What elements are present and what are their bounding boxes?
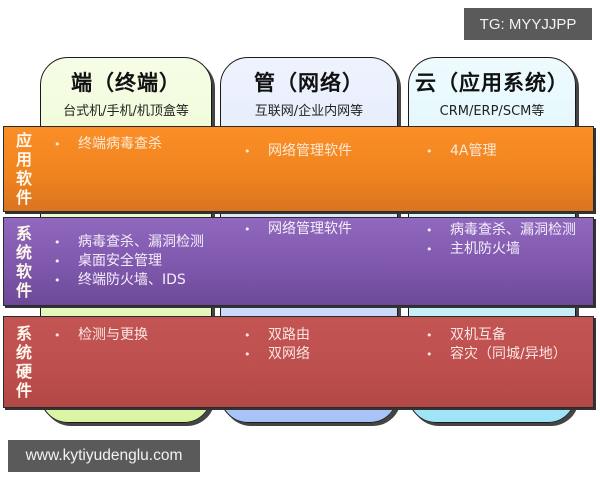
list-item: • 网络管理软件 xyxy=(242,220,352,239)
list-item: • 双机互备 xyxy=(424,326,567,345)
row-label: 系 统 硬 件 xyxy=(13,317,35,407)
list-item: • 桌面安全管理 xyxy=(52,252,204,271)
bullet-icon: • xyxy=(54,138,61,151)
row-system-hardware: 系 统 硬 件 • 检测与更换 • 双路由 • 双网络 • 双机互备 • 容灾（同城/异地… xyxy=(3,316,594,408)
item-text: 桌面安全管理 xyxy=(78,253,162,269)
row-label-char: 件 xyxy=(15,381,32,400)
column-subtitle: 互联网/企业内网等 xyxy=(254,104,364,119)
cell-cloud: • 病毒查杀、漏洞检测 • 主机防火墙 xyxy=(424,221,576,259)
bullet-icon: • xyxy=(244,145,251,158)
item-text: 终端防火墙、IDS xyxy=(78,272,186,288)
row-label-char: 件 xyxy=(15,280,32,300)
bullet-icon: • xyxy=(54,236,61,249)
item-text: 终端病毒查杀 xyxy=(78,136,162,152)
cell-cloud: • 双机互备 • 容灾（同城/异地） xyxy=(424,326,567,364)
row-application-software: 应 用 软 件 • 终端病毒查杀 • 网络管理软件 • 4A管理 xyxy=(3,126,594,212)
row-label-char: 件 xyxy=(15,188,32,207)
bullet-icon: • xyxy=(54,274,61,287)
row-label-char: 应 xyxy=(15,131,32,150)
item-text: 病毒查杀、漏洞检测 xyxy=(78,234,204,250)
list-item: • 双网络 xyxy=(242,345,310,364)
cell-endpoint: • 检测与更换 xyxy=(52,326,148,345)
row-label-char: 系 xyxy=(15,324,32,343)
list-item: • 检测与更换 xyxy=(52,326,148,345)
cell-network: • 网络管理软件 xyxy=(242,142,352,161)
row-label-char: 统 xyxy=(15,242,32,262)
cell-network: • 网络管理软件 xyxy=(242,220,352,239)
bullet-icon: • xyxy=(426,224,433,237)
item-text: 病毒查杀、漏洞检测 xyxy=(450,222,576,238)
list-item: • 终端防火墙、IDS xyxy=(52,271,204,290)
list-item: • 主机防火墙 xyxy=(424,240,576,259)
column-subtitle: 台式机/手机/机顶盒等 xyxy=(63,104,189,119)
row-label-char: 统 xyxy=(15,343,32,362)
list-item: • 双路由 xyxy=(242,326,310,345)
item-text: 容灾（同城/异地） xyxy=(450,346,567,362)
list-item: • 4A管理 xyxy=(424,142,496,161)
item-text: 双机互备 xyxy=(450,327,506,343)
bullet-icon: • xyxy=(244,348,251,361)
list-item: • 病毒查杀、漏洞检测 xyxy=(52,233,204,252)
list-item: • 病毒查杀、漏洞检测 xyxy=(424,221,576,240)
column-title: 管（网络） xyxy=(254,71,364,95)
bullet-icon: • xyxy=(426,243,433,256)
cell-endpoint: • 病毒查杀、漏洞检测 • 桌面安全管理 • 终端防火墙、IDS xyxy=(52,233,204,290)
column-subtitle: CRM/ERP/SCM等 xyxy=(439,104,545,119)
row-label: 应 用 软 件 xyxy=(13,127,35,211)
row-label-char: 软 xyxy=(15,169,32,188)
item-text: 网络管理软件 xyxy=(268,221,352,237)
list-item: • 网络管理软件 xyxy=(242,142,352,161)
cell-cloud: • 4A管理 xyxy=(424,142,496,161)
cell-endpoint: • 终端病毒查杀 xyxy=(52,135,162,154)
bullet-icon: • xyxy=(426,145,433,158)
item-text: 双网络 xyxy=(268,346,310,362)
column-title: 端（终端） xyxy=(71,71,181,95)
row-label: 系 统 软 件 xyxy=(13,218,35,305)
list-item: • 终端病毒查杀 xyxy=(52,135,162,154)
bullet-icon: • xyxy=(426,329,433,342)
bullet-icon: • xyxy=(244,329,251,342)
cell-network: • 双路由 • 双网络 xyxy=(242,326,310,364)
bullet-icon: • xyxy=(54,329,61,342)
row-label-char: 用 xyxy=(15,150,32,169)
item-text: 检测与更换 xyxy=(78,327,148,343)
row-label-char: 软 xyxy=(15,261,32,281)
item-text: 网络管理软件 xyxy=(268,143,352,159)
url-watermark-badge: www.kytiyudenglu.com xyxy=(8,440,200,472)
row-label-char: 硬 xyxy=(15,362,32,381)
bullet-icon: • xyxy=(426,348,433,361)
item-text: 4A管理 xyxy=(450,143,497,159)
row-system-software: 系 统 软 件 • 病毒查杀、漏洞检测 • 桌面安全管理 • 终端防火墙、IDS • 网… xyxy=(3,217,594,306)
bullet-icon: • xyxy=(54,255,61,268)
item-text: 双路由 xyxy=(268,327,310,343)
bullet-icon: • xyxy=(244,223,251,236)
row-label-char: 系 xyxy=(15,223,32,243)
tg-watermark-badge: TG: MYYJJPP xyxy=(464,8,592,40)
list-item: • 容灾（同城/异地） xyxy=(424,345,567,364)
column-title: 云（应用系统） xyxy=(415,71,569,95)
item-text: 主机防火墙 xyxy=(450,241,520,257)
